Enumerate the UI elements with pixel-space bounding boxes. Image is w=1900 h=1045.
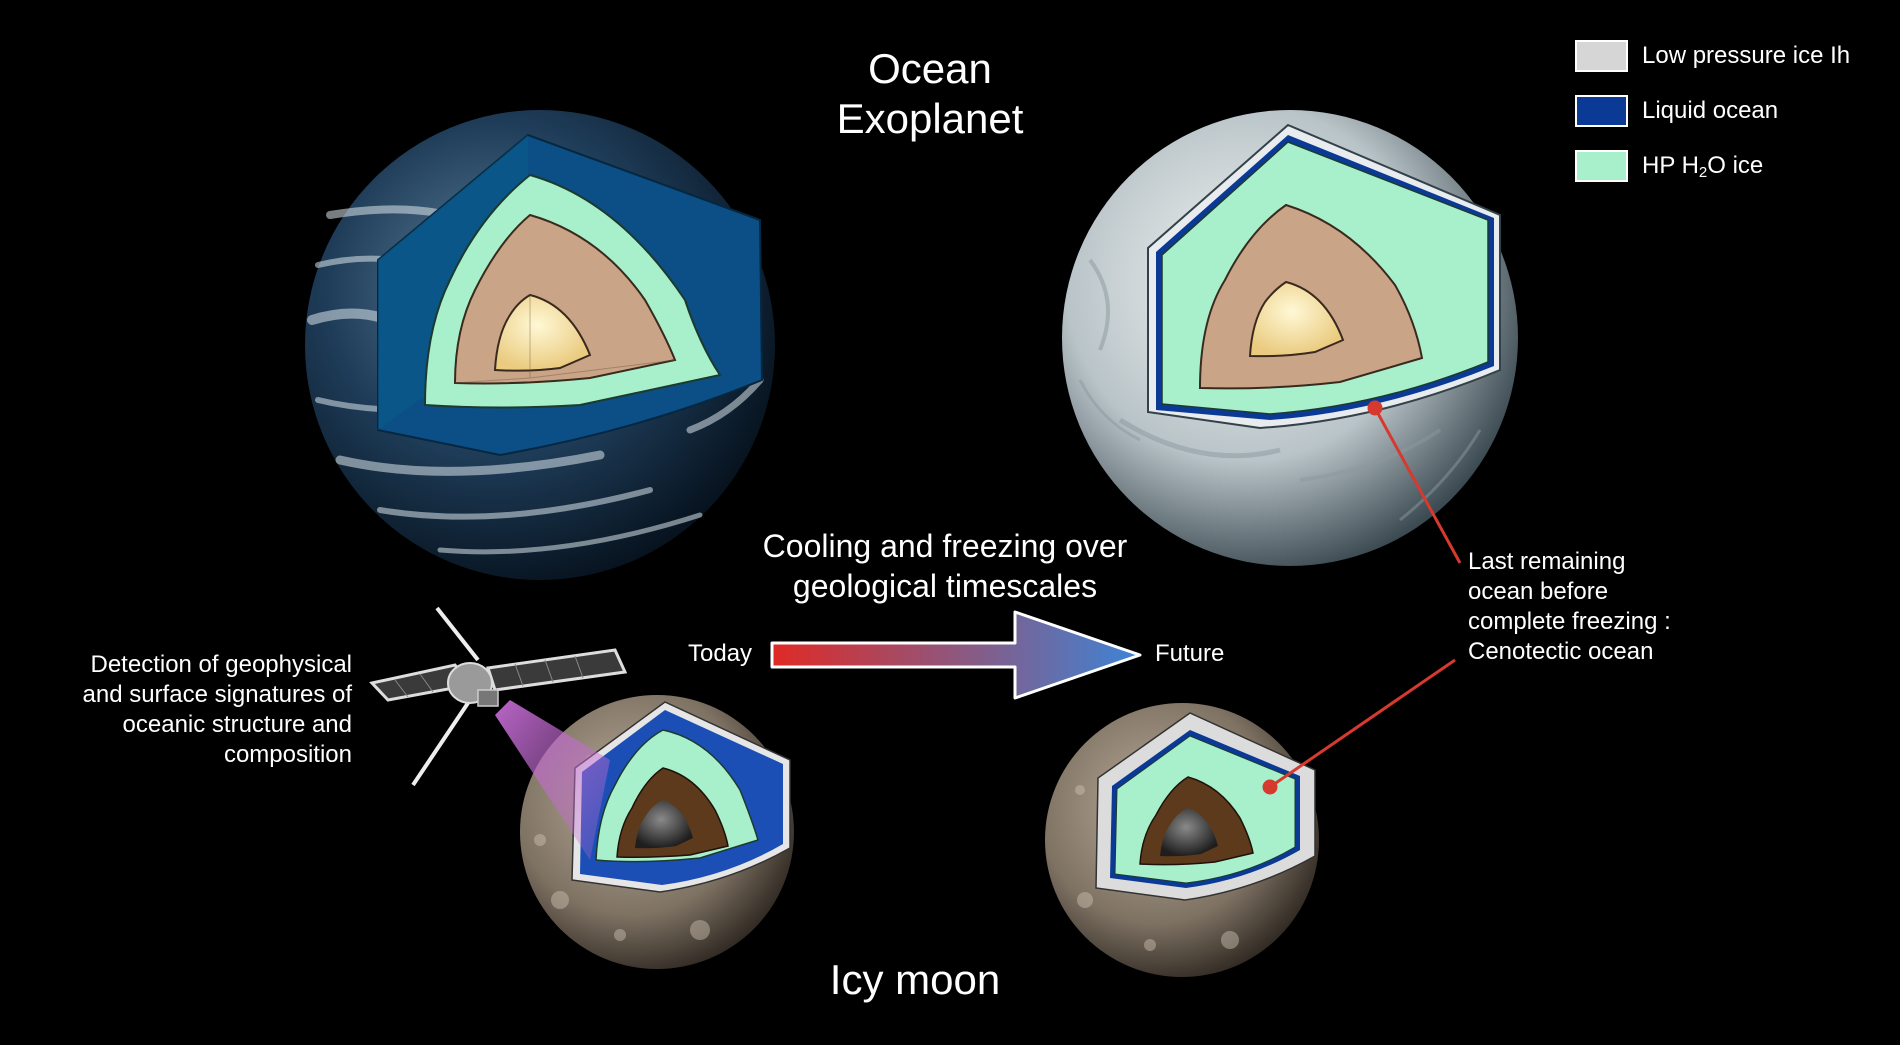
ice-surface-texture (1078, 258, 1482, 522)
moon-core-layer-future (1160, 808, 1218, 857)
detection-line-1: Detection of geophysical (90, 651, 353, 678)
legend-item-hp-ice: HP H2O ice (1575, 146, 1850, 186)
legend-label-liquid-ocean: Liquid ocean (1642, 97, 1779, 124)
icy-moon-future (1045, 703, 1319, 977)
cooling-arrow (770, 610, 1142, 700)
solar-panel-right (486, 648, 628, 692)
core-layer (493, 293, 592, 372)
core-layer-future (1248, 280, 1345, 358)
legend-label-hp-ice: HP H2O ice (1642, 151, 1764, 181)
detection-beam (495, 700, 610, 860)
legend-swatch-liquid-ocean (1575, 95, 1628, 127)
cenotectic-line-4: Cenotectic ocean (1468, 638, 1654, 665)
label-future: Future (1155, 640, 1225, 667)
legend-swatch-hp-ice (1575, 150, 1628, 182)
detection-line-4: composition (223, 741, 352, 768)
legend-swatch-low-pressure-ice (1575, 40, 1628, 72)
ocean-exoplanet-future (1062, 110, 1518, 566)
moon-core-layer (635, 800, 693, 849)
process-arrow (770, 610, 1142, 700)
cenotectic-pointers (1262, 400, 1462, 795)
cenotectic-line-1: Last remaining (1468, 548, 1626, 575)
cenotectic-line-2: ocean before (1468, 578, 1609, 605)
legend-label-low-pressure-ice: Low pressure ice Ih (1642, 42, 1851, 69)
cenotectic-line-3: complete freezing : (1468, 608, 1671, 635)
process-caption-line-2: geological timescales (792, 568, 1098, 604)
spacecraft (369, 606, 628, 860)
process-caption-line-1: Cooling and freezing over (762, 528, 1128, 564)
title-ocean-exoplanet: Ocean Exoplanet (810, 44, 1050, 145)
title-line-1: Ocean (868, 45, 992, 92)
label-today: Today (688, 640, 753, 667)
detection-line-2: and surface signatures of (82, 681, 353, 708)
detection-line-3: oceanic structure and (122, 711, 352, 738)
ocean-exoplanet-today (305, 110, 775, 580)
legend: Low pressure ice Ih Liquid ocean HP H2O … (1575, 36, 1850, 201)
annotation-detection: Detection of geophysical and surface sig… (40, 650, 353, 770)
annotation-cenotectic-ocean: Last remaining ocean before complete fre… (1468, 547, 1728, 667)
legend-item-low-pressure-ice: Low pressure ice Ih (1575, 36, 1850, 76)
process-caption: Cooling and freezing over geological tim… (730, 526, 1160, 606)
title-icy-moon: Icy moon (829, 956, 1001, 1003)
legend-item-liquid-ocean: Liquid ocean (1575, 91, 1850, 131)
title-line-2: Exoplanet (836, 95, 1024, 143)
